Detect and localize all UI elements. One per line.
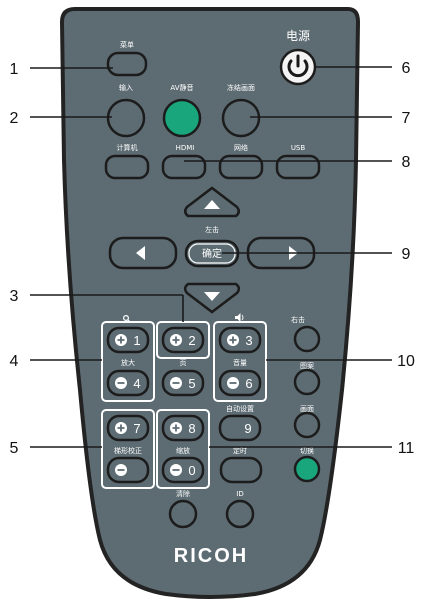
switch-button[interactable]: [293, 455, 321, 483]
callout-6: 6: [402, 60, 411, 77]
page-down-button[interactable]: 5: [161, 369, 205, 397]
hdmi-label: HDMI: [176, 144, 195, 152]
power-button[interactable]: [279, 48, 317, 86]
group-5-outline: [101, 409, 155, 489]
keystone-plus-button[interactable]: 7: [106, 414, 150, 442]
callout-1: 1: [10, 61, 19, 78]
key-0-label: 0: [188, 463, 195, 478]
group-11-outline: [156, 409, 210, 489]
timer-label: 定时: [233, 446, 247, 455]
key-9-label: 9: [244, 421, 251, 436]
screen-label: 画面: [300, 405, 314, 413]
key-4-label: 4: [133, 376, 140, 391]
callout-8: 8: [402, 154, 411, 171]
digital-zoom-minus-button[interactable]: 0: [161, 456, 205, 484]
power-icon: [287, 54, 309, 78]
switch-label: 切换: [300, 446, 314, 455]
volume-label: 音量: [233, 358, 247, 367]
right-click-button[interactable]: [293, 325, 321, 353]
key-8-label: 8: [188, 421, 195, 436]
menu-label: 菜单: [120, 40, 134, 49]
callout-10: 10: [397, 353, 415, 370]
computer-button[interactable]: [104, 154, 150, 180]
group-4-outline: [101, 321, 155, 402]
left-click-label: 左击: [205, 225, 219, 234]
screen-button[interactable]: [293, 411, 321, 439]
id-button[interactable]: [225, 499, 255, 529]
speaker-icon: [235, 313, 244, 322]
group-10-outline: [213, 321, 267, 402]
freeze-button[interactable]: [221, 98, 261, 138]
freeze-label: 冻结画面: [227, 83, 255, 92]
av-mute-label: AV静音: [170, 83, 193, 92]
key-7-label: 7: [133, 421, 140, 436]
hdmi-button[interactable]: [161, 154, 207, 180]
menu-button[interactable]: [106, 51, 148, 77]
callout-9: 9: [402, 246, 411, 263]
zoom-label: 放大: [121, 358, 135, 367]
pattern-label: 图案: [300, 361, 314, 370]
timer-button[interactable]: [219, 456, 263, 484]
keystone-label: 梯形校正: [114, 446, 142, 455]
volume-down-button[interactable]: 6: [218, 369, 262, 397]
callout-4: 4: [10, 353, 19, 370]
clear-button[interactable]: [168, 499, 198, 529]
down-arrow-icon: [204, 292, 220, 301]
computer-label: 计算机: [117, 143, 138, 152]
auto-set-button[interactable]: 9: [218, 414, 262, 442]
plus-icon: [117, 336, 125, 344]
network-button[interactable]: [218, 154, 264, 180]
up-button[interactable]: [184, 186, 240, 218]
key-6-label: 6: [245, 376, 252, 391]
plus-icon: [229, 336, 237, 344]
usb-button[interactable]: [275, 154, 321, 180]
plus-icon: [172, 336, 180, 344]
key-5-label: 5: [188, 376, 195, 391]
page-up-button[interactable]: 2: [161, 326, 205, 354]
plus-icon: [172, 424, 180, 432]
down-button[interactable]: [184, 282, 240, 314]
power-label: 电源: [286, 29, 310, 43]
callout-11: 11: [398, 440, 415, 457]
pattern-button[interactable]: [293, 368, 321, 396]
plus-icon: [117, 424, 125, 432]
up-arrow-icon: [204, 200, 220, 209]
callout-5: 5: [10, 440, 19, 457]
usb-label: USB: [291, 144, 306, 152]
ok-label: 确定: [202, 247, 222, 260]
digital-zoom-plus-button[interactable]: 8: [161, 414, 205, 442]
brand-logo: RICOH: [174, 545, 248, 567]
input-label: 输入: [119, 83, 133, 92]
clear-label: 清除: [176, 489, 190, 498]
key-2-label: 2: [188, 333, 195, 348]
zoom-plus-button[interactable]: 1: [106, 326, 150, 354]
left-button[interactable]: [108, 236, 178, 270]
volume-up-button[interactable]: 3: [218, 326, 262, 354]
leader-lines: [30, 66, 392, 448]
id-label: ID: [236, 490, 243, 498]
zoom-minus-button[interactable]: 4: [106, 369, 150, 397]
digital-zoom-label: 缩放: [176, 446, 190, 455]
left-arrow-icon: [136, 246, 145, 260]
callout-3: 3: [10, 288, 19, 305]
key-1-label: 1: [133, 333, 140, 348]
page-label: 页: [180, 359, 187, 367]
right-click-label: 右击: [291, 315, 305, 324]
callout-2: 2: [10, 110, 19, 127]
input-button[interactable]: [106, 98, 146, 138]
av-mute-button[interactable]: [162, 98, 202, 138]
key-3-label: 3: [245, 333, 252, 348]
callout-7: 7: [402, 110, 411, 127]
keystone-minus-button[interactable]: [106, 456, 150, 484]
network-label: 网络: [234, 143, 248, 152]
auto-set-label: 自动设置: [226, 404, 254, 413]
